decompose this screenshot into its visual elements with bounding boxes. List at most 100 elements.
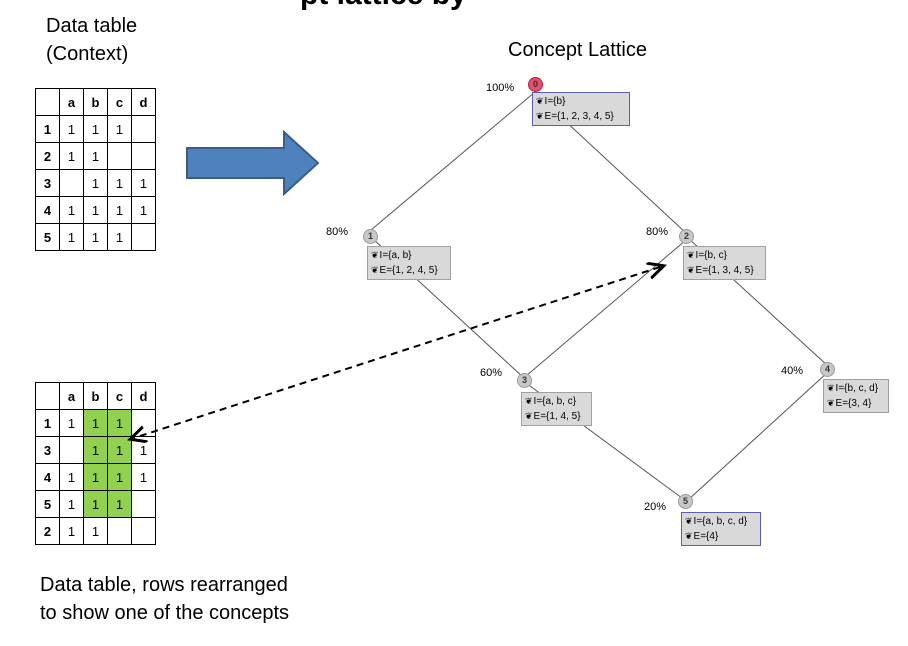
table-row: 3 1 1 1	[35, 436, 156, 464]
table-row: 1 1 1 1	[35, 409, 156, 437]
table-cell	[59, 436, 84, 464]
node-2-extent: E={1, 3, 4, 5}	[687, 263, 762, 278]
row-header: 2	[35, 142, 60, 170]
row-header: 5	[35, 490, 60, 518]
table-cell	[131, 517, 156, 545]
table-cell: 1	[59, 490, 84, 518]
node-4-intent: I={b, c, d}	[827, 381, 885, 396]
node-2-support: 80%	[646, 226, 669, 238]
table-cell	[131, 142, 156, 170]
row-header: 1	[35, 115, 60, 143]
table-cell	[131, 115, 156, 143]
table-row: 1 1 1 1	[35, 115, 156, 143]
data-table-context: a b c d 1 1 1 1 2 1 1 3 1 1 1 4 1 1 1 1 …	[35, 88, 156, 251]
node-4-box: I={b, c, d} E={3, 4}	[823, 379, 889, 413]
node-2-box: I={b, c} E={1, 3, 4, 5}	[683, 246, 766, 280]
node-5-intent: I={a, b, c, d}	[685, 514, 757, 529]
table-header-cell: c	[107, 382, 132, 410]
table-cell: 1	[83, 169, 108, 197]
caption-rearranged-table: Data table, rows rearranged to show one …	[40, 574, 290, 624]
highlighted-cell: 1	[107, 436, 132, 464]
row-header: 3	[35, 169, 60, 197]
node-3-support: 60%	[480, 367, 503, 379]
node-1-intent: I={a, b}	[371, 248, 447, 263]
table-cell: 1	[131, 463, 156, 491]
table-cell: 1	[131, 196, 156, 224]
table-header-cell: a	[59, 382, 84, 410]
table-cell: 1	[83, 115, 108, 143]
highlighted-cell: 1	[107, 409, 132, 437]
node-1-extent: E={1, 2, 4, 5}	[371, 263, 447, 278]
node-2-intent: I={b, c}	[687, 248, 762, 263]
table-cell: 1	[83, 142, 108, 170]
caption-data-table-context: Data table (Context)	[46, 15, 138, 65]
edge-4-5	[687, 371, 829, 501]
node-3-extent: E={1, 4, 5}	[525, 409, 588, 424]
row-header: 3	[35, 436, 60, 464]
table-cell: 1	[107, 115, 132, 143]
table-cell: 1	[107, 169, 132, 197]
table-header-cell: d	[131, 382, 156, 410]
table-cell: 1	[131, 169, 156, 197]
table-cell: 1	[131, 436, 156, 464]
table-row: 5 1 1 1	[35, 223, 156, 251]
node-5-marker: 5	[678, 494, 693, 509]
highlighted-cell: 1	[107, 463, 132, 491]
table-row: 2 1 1	[35, 142, 156, 170]
right-arrow-icon	[186, 129, 320, 197]
row-header: 4	[35, 463, 60, 491]
row-header: 5	[35, 223, 60, 251]
table-cell: 1	[83, 223, 108, 251]
table-cell	[131, 490, 156, 518]
table-header-cell: b	[83, 382, 108, 410]
table-cell: 1	[59, 142, 84, 170]
node-1-box: I={a, b} E={1, 2, 4, 5}	[367, 246, 451, 280]
highlighted-cell: 1	[83, 490, 108, 518]
table-cell	[107, 142, 132, 170]
table-cell	[131, 409, 156, 437]
highlighted-cell: 1	[83, 436, 108, 464]
node-3-intent: I={a, b, c}	[525, 394, 588, 409]
table-cell: 1	[59, 115, 84, 143]
node-0-extent: E={1, 2, 3, 4, 5}	[536, 109, 626, 124]
node-5-extent: E={4}	[685, 529, 757, 544]
node-3-box: I={a, b, c} E={1, 4, 5}	[521, 392, 592, 426]
table-row: 5 1 1 1	[35, 490, 156, 518]
table-header-cell: b	[83, 88, 108, 116]
node-0-support: 100%	[486, 82, 515, 94]
lattice-title: Concept Lattice	[508, 39, 647, 61]
node-4-support: 40%	[781, 365, 804, 377]
table-header-row: a b c d	[35, 88, 156, 116]
edge-0-1	[370, 91, 536, 231]
node-4-extent: E={3, 4}	[827, 396, 885, 411]
highlighted-cell: 1	[83, 463, 108, 491]
edge-2-3	[525, 239, 687, 377]
node-1-marker: 1	[363, 229, 378, 244]
node-0-marker: 0	[528, 77, 543, 92]
node-0-box: I={b} E={1, 2, 3, 4, 5}	[532, 92, 630, 126]
node-0-intent: I={b}	[536, 94, 626, 109]
highlighted-cell: 1	[107, 490, 132, 518]
data-table-rearranged: a b c d 1 1 1 1 3 1 1 1 4 1 1 1 1 5 1 1 …	[35, 382, 156, 545]
table-cell	[59, 169, 84, 197]
table-header-cell: d	[131, 88, 156, 116]
table-cell: 1	[83, 196, 108, 224]
table-header-cell	[35, 88, 60, 116]
node-2-marker: 2	[679, 229, 694, 244]
table-cell: 1	[59, 463, 84, 491]
node-3-marker: 3	[517, 373, 532, 388]
row-header: 2	[35, 517, 60, 545]
node-4-marker: 4	[820, 362, 835, 377]
table-cell: 1	[59, 196, 84, 224]
top-title-fragment: pt lattice by	[300, 0, 600, 12]
row-header: 4	[35, 196, 60, 224]
table-header-cell: a	[59, 88, 84, 116]
table-header-cell	[35, 382, 60, 410]
table-cell: 1	[59, 223, 84, 251]
highlighted-cell: 1	[83, 409, 108, 437]
table-header-row: a b c d	[35, 382, 156, 410]
node-5-support: 20%	[644, 501, 667, 513]
row-header: 1	[35, 409, 60, 437]
table-cell: 1	[107, 223, 132, 251]
table-cell: 1	[83, 517, 108, 545]
